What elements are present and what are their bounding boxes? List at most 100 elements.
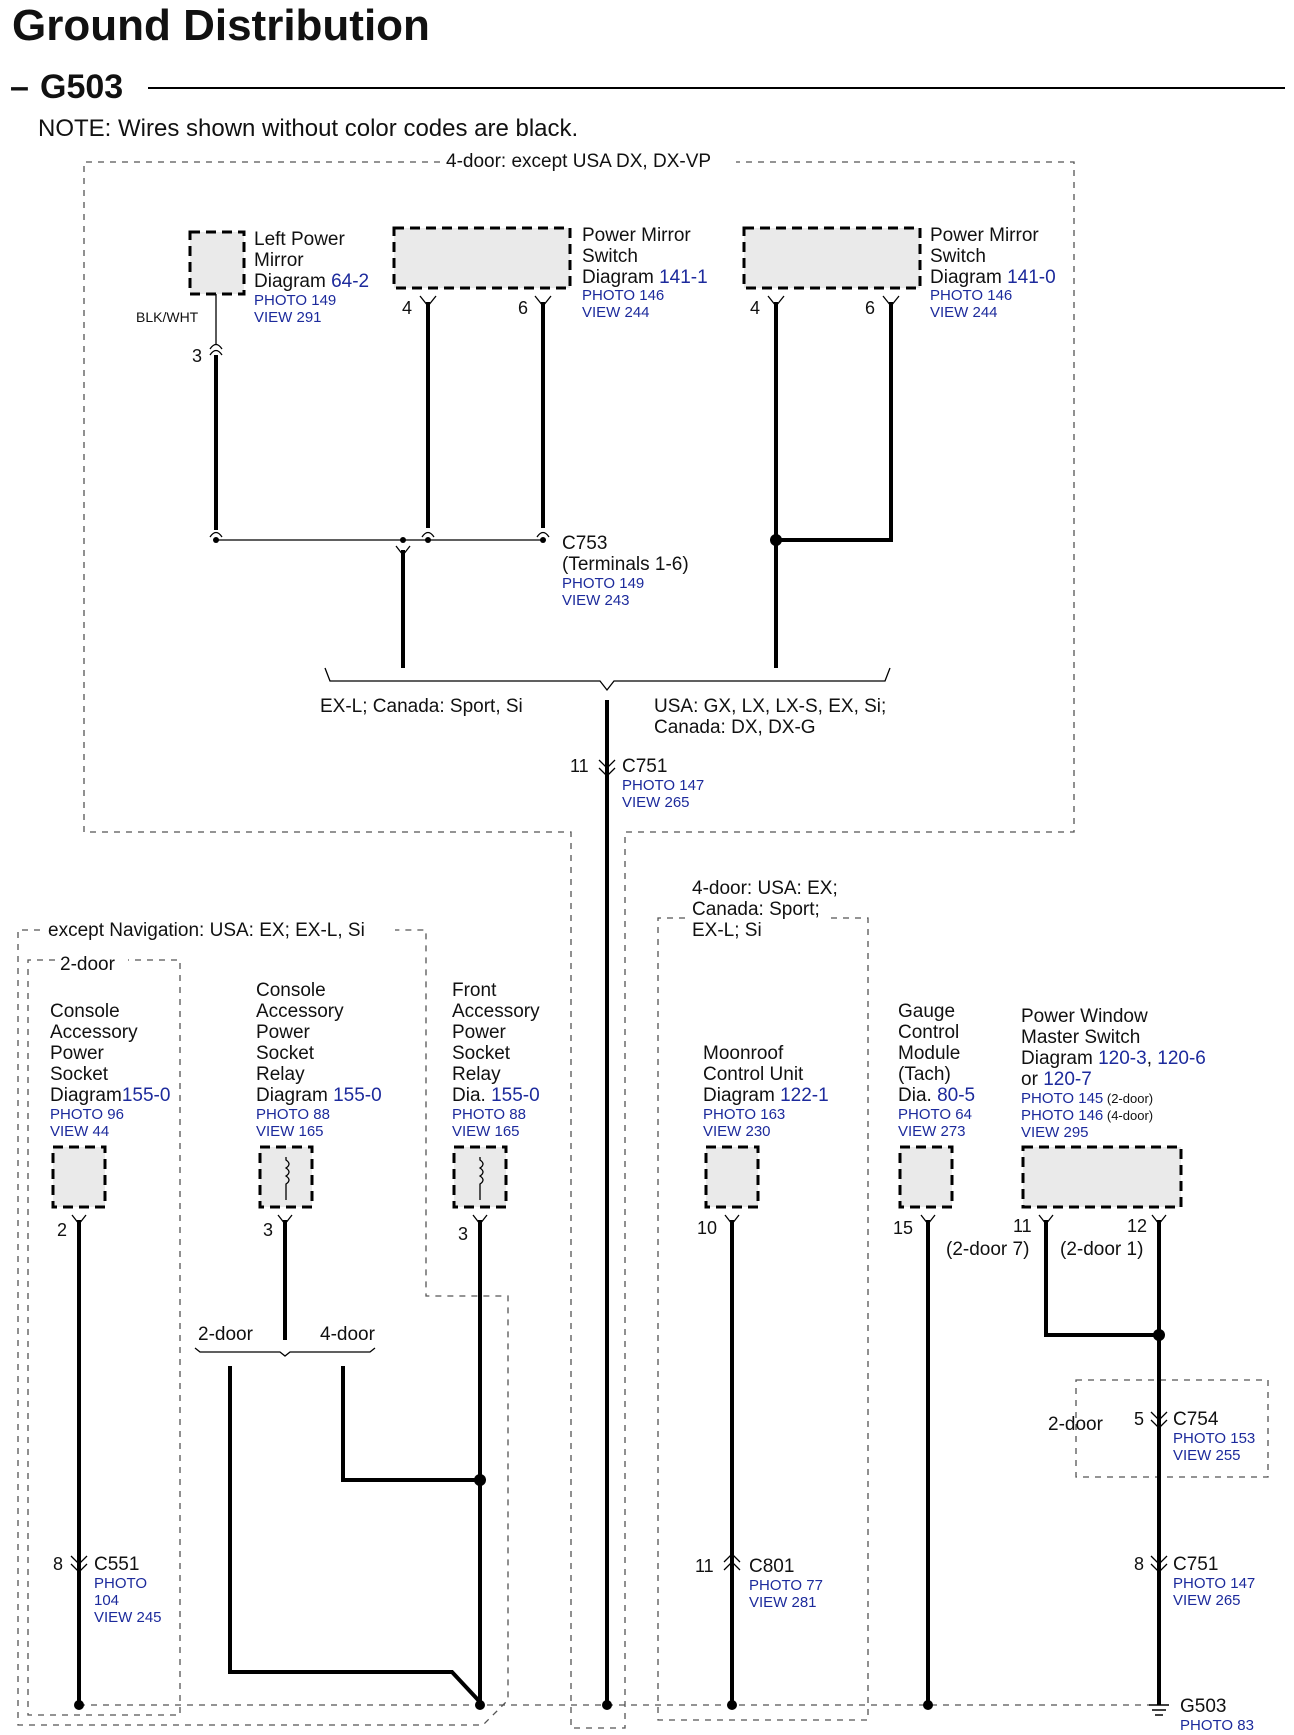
- region-2door-label: 2-door: [60, 954, 116, 975]
- console-relay-name-4: Socket: [256, 1043, 315, 1064]
- c753-bus-node-2: [425, 537, 431, 543]
- ground-node-front-relay: [475, 1700, 485, 1710]
- moonroof-pin: 10: [697, 1218, 717, 1238]
- moonroof-photo: PHOTO 163: [703, 1106, 785, 1123]
- left-mirror-photo: PHOTO 149: [254, 292, 336, 309]
- mirror-switch-1-pin-6: 6: [518, 298, 528, 318]
- c753-id: C753: [562, 533, 607, 554]
- c751-top-id: C751: [622, 756, 667, 777]
- region-top-label: 4-door: except USA DX, DX-VP: [446, 151, 711, 172]
- front-relay-splice: [474, 1474, 486, 1486]
- c551-photo-2: 104: [94, 1592, 119, 1609]
- region-c754-label: 2-door: [1048, 1414, 1104, 1435]
- front-relay-name-1: Front: [452, 980, 497, 1001]
- window-switch-name-2: Master Switch: [1021, 1027, 1140, 1048]
- front-relay-name-3: Power: [452, 1022, 507, 1043]
- c754-terminal-a: [1150, 1411, 1168, 1421]
- mirror-switch-1-name-1: Power Mirror: [582, 225, 691, 246]
- console-relay-name-2: Accessory: [256, 1001, 344, 1022]
- left-mirror-diagram: Diagram 64-2: [254, 271, 369, 292]
- c551-photo-1: PHOTO: [94, 1575, 147, 1592]
- moonroof-name-1: Moonroof: [703, 1043, 784, 1064]
- gauge-module-symbol: [898, 1145, 954, 1209]
- c801-pin: 11: [695, 1556, 714, 1576]
- mirror-switch-2-name-2: Switch: [930, 246, 986, 267]
- window-switch-splice: [1153, 1329, 1165, 1341]
- c751-bottom-pin: 8: [1134, 1554, 1144, 1574]
- region-2door-outline: [27, 959, 181, 1716]
- gauge-photo: PHOTO 64: [898, 1106, 972, 1123]
- left-mirror-pin-terminal: [209, 349, 223, 356]
- c751-bottom-id: C751: [1173, 1554, 1218, 1575]
- c551-pin: 8: [53, 1554, 63, 1574]
- c753-sub: (Terminals 1-6): [562, 554, 689, 575]
- moonroof-unit-symbol: [704, 1145, 760, 1209]
- console-socket-name-3: Power: [50, 1043, 105, 1064]
- gauge-pin: 15: [893, 1218, 913, 1238]
- branch-2door-label: 2-door: [198, 1324, 254, 1345]
- front-relay-pin: 3: [458, 1224, 468, 1244]
- window-switch-pin-12-note: (2-door 1): [1060, 1239, 1143, 1260]
- branch-ex-l-label: EX-L; Canada: Sport, Si: [320, 696, 523, 717]
- window-switch-photo-1: PHOTO 145 (2-door): [1021, 1090, 1153, 1107]
- c551-terminal-b: [70, 1563, 88, 1573]
- ground-subtitle: G503: [40, 68, 123, 106]
- console-socket-view: VIEW 44: [50, 1123, 109, 1140]
- page-title: Ground Distribution: [12, 1, 430, 50]
- console-socket-name-1: Console: [50, 1001, 120, 1022]
- window-switch-pin-11-note: (2-door 7): [946, 1239, 1029, 1260]
- c754-terminal-b: [1150, 1419, 1168, 1429]
- mirror-switch-1-pin-4: 4: [402, 298, 412, 318]
- c751-bottom-terminal-b: [1150, 1563, 1168, 1573]
- console-socket-name-2: Accessory: [50, 1022, 138, 1043]
- console-relay-2door-wire: [228, 1366, 482, 1704]
- console-relay-4door-wire: [341, 1366, 480, 1482]
- branch-4door-label: 4-door: [320, 1324, 376, 1345]
- c751-bottom-photo: PHOTO 147: [1173, 1575, 1255, 1592]
- c751-top-view: VIEW 265: [622, 794, 690, 811]
- power-mirror-switch-2-symbol: [742, 226, 922, 290]
- mirror-switch-2-view: VIEW 244: [930, 304, 998, 321]
- c754-view: VIEW 255: [1173, 1447, 1241, 1464]
- c551-terminal-a: [70, 1555, 88, 1565]
- left-mirror-pin: 3: [192, 346, 202, 366]
- left-mirror-name-2: Mirror: [254, 250, 304, 271]
- ground-node-gauge: [923, 1700, 933, 1710]
- moonroof-view: VIEW 230: [703, 1123, 771, 1140]
- c753-terminal-1: [209, 531, 223, 538]
- front-relay-diagram: Dia. 155-0: [452, 1085, 540, 1106]
- gauge-diagram: Dia. 80-5: [898, 1085, 975, 1106]
- color-code-note: NOTE: Wires shown without color codes ar…: [38, 115, 578, 142]
- front-relay-photo: PHOTO 88: [452, 1106, 526, 1123]
- window-switch-diagram: Diagram 120-3, 120-6: [1021, 1048, 1206, 1069]
- moonroof-name-2: Control Unit: [703, 1064, 804, 1085]
- c751-top-terminal-a: [598, 759, 616, 769]
- c751-top-terminal-b: [598, 767, 616, 777]
- ground-node-trunk: [602, 1700, 612, 1710]
- mirror-switch-1-photo: PHOTO 146: [582, 287, 664, 304]
- console-relay-name-5: Relay: [256, 1064, 305, 1085]
- mirror-switch-2-photo: PHOTO 146: [930, 287, 1012, 304]
- console-socket-symbol: [51, 1145, 107, 1209]
- c801-terminal-a: [723, 1553, 741, 1563]
- console-socket-name-4: Socket: [50, 1064, 109, 1085]
- console-relay-photo: PHOTO 88: [256, 1106, 330, 1123]
- window-switch-wire-11: [1044, 1220, 1159, 1337]
- front-relay-name-5: Relay: [452, 1064, 501, 1085]
- front-relay-view: VIEW 165: [452, 1123, 520, 1140]
- wire-color-label: BLK/WHT: [136, 309, 199, 325]
- console-relay-diagram: Diagram 155-0: [256, 1085, 382, 1106]
- c751-top-pin: 11: [570, 756, 589, 776]
- front-relay-name-4: Socket: [452, 1043, 511, 1064]
- mirror-switch-2-splice: [770, 534, 782, 546]
- c801-terminal-b: [723, 1561, 741, 1571]
- c754-pin: 5: [1134, 1409, 1144, 1429]
- left-power-mirror-symbol: [188, 230, 246, 296]
- gauge-name-2: Control: [898, 1022, 959, 1043]
- region-moonroof-outline: [657, 917, 869, 1721]
- c551-view: VIEW 245: [94, 1609, 162, 1626]
- c751-bottom-view: VIEW 265: [1173, 1592, 1241, 1609]
- window-switch-symbol: [1021, 1145, 1183, 1209]
- window-switch-name-1: Power Window: [1021, 1006, 1148, 1027]
- mirror-switch-2-pin-6: 6: [865, 298, 875, 318]
